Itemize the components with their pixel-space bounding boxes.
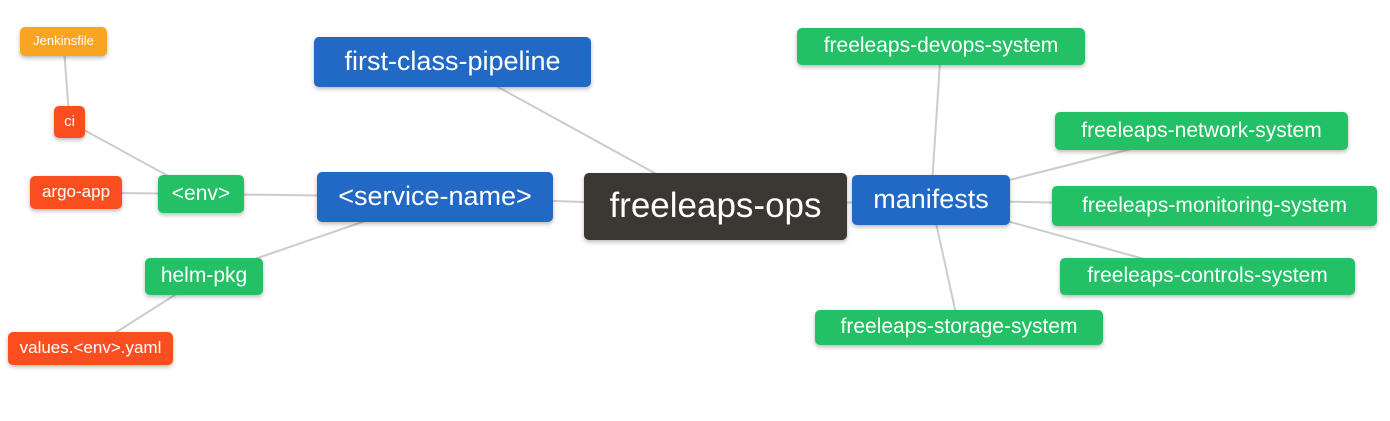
node-label: <service-name>: [338, 180, 532, 211]
node-label: freeleaps-devops-system: [823, 34, 1059, 57]
node-label: <env>: [171, 181, 231, 205]
node-label: freeleaps-ops: [609, 186, 822, 225]
node-first-class-pipeline[interactable]: first-class-pipeline: [314, 37, 591, 87]
node-label: freeleaps-network-system: [1081, 118, 1322, 142]
node-ci[interactable]: ci: [54, 106, 85, 138]
node-label: manifests: [873, 183, 989, 214]
node-helm-pkg[interactable]: helm-pkg: [145, 258, 263, 295]
node-label: helm-pkg: [160, 264, 248, 287]
node-jenkinsfile[interactable]: Jenkinsfile: [20, 27, 107, 56]
node-service-name[interactable]: <service-name>: [317, 172, 553, 222]
node-env[interactable]: <env>: [158, 175, 244, 213]
node-manifests[interactable]: manifests: [852, 175, 1010, 225]
node-controls-system[interactable]: freeleaps-controls-system: [1060, 258, 1355, 295]
node-label: ci: [64, 112, 75, 130]
node-values-env-yaml[interactable]: values.<env>.yaml: [8, 332, 173, 365]
node-network-system[interactable]: freeleaps-network-system: [1055, 112, 1348, 150]
node-label: Jenkinsfile: [33, 33, 94, 48]
node-label: freeleaps-storage-system: [840, 315, 1078, 338]
node-freeleaps-ops[interactable]: freeleaps-ops: [584, 173, 847, 240]
node-label: argo-app: [41, 182, 111, 201]
edge-manifests-devops-system: [930, 46, 942, 201]
node-storage-system[interactable]: freeleaps-storage-system: [815, 310, 1103, 345]
node-label: first-class-pipeline: [344, 45, 561, 76]
node-devops-system[interactable]: freeleaps-devops-system: [797, 28, 1085, 65]
node-argo-app[interactable]: argo-app: [30, 176, 122, 209]
node-label: freeleaps-controls-system: [1087, 264, 1328, 287]
node-label: freeleaps-monitoring-system: [1082, 193, 1347, 217]
node-label: values.<env>.yaml: [19, 338, 162, 357]
node-monitoring-system[interactable]: freeleaps-monitoring-system: [1052, 186, 1377, 226]
